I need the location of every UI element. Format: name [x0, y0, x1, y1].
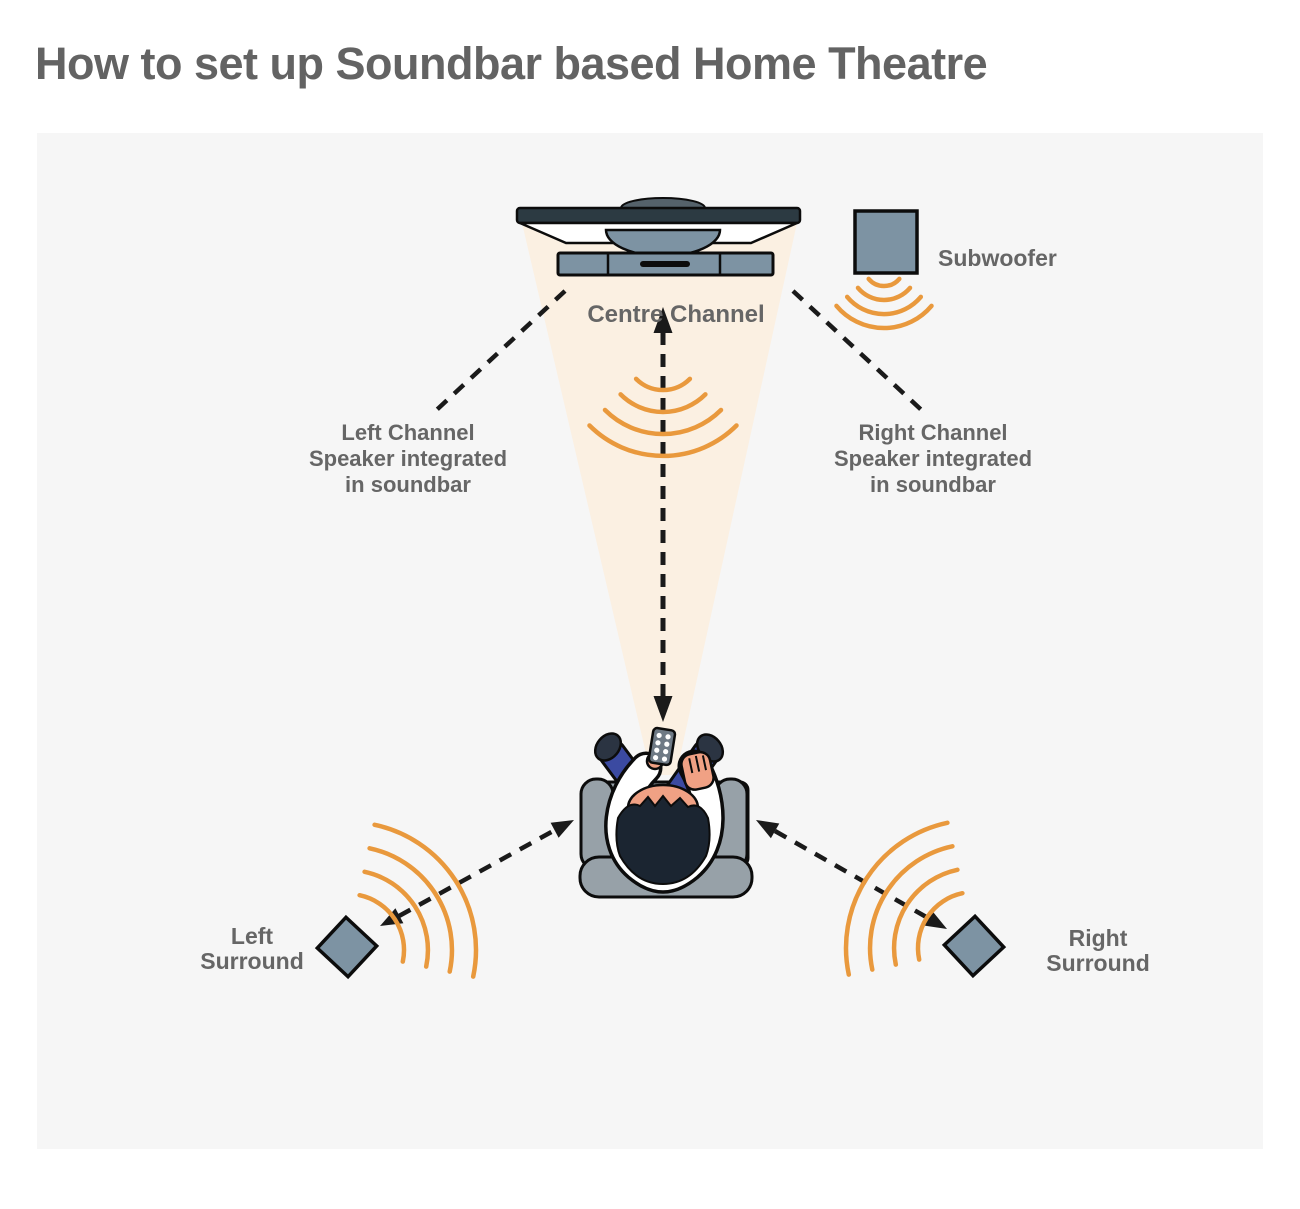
tv-sound-cone — [522, 223, 797, 775]
arrowhead-up-icon — [653, 307, 673, 333]
left-channel-label: Left Channel Speaker integrated in sound… — [309, 420, 507, 497]
svg-text:in soundbar: in soundbar — [345, 472, 471, 497]
right-channel-connector-line — [791, 289, 930, 418]
subwoofer-label: Subwoofer — [938, 245, 1057, 271]
page-title: How to set up Soundbar based Home Theatr… — [35, 38, 988, 89]
left-surround-speaker-icon — [314, 914, 380, 980]
svg-text:Left Channel: Left Channel — [341, 420, 474, 445]
right-channel-label: Right Channel Speaker integrated in soun… — [834, 420, 1032, 497]
arrowhead-down-icon — [653, 696, 673, 722]
subwoofer-icon — [853, 209, 919, 275]
svg-text:Speaker integrated: Speaker integrated — [834, 446, 1032, 471]
svg-text:in soundbar: in soundbar — [870, 472, 996, 497]
svg-text:Left: Left — [231, 923, 274, 949]
centre-channel-arrow — [653, 307, 673, 722]
left-channel-connector-line — [428, 289, 567, 418]
svg-text:Speaker integrated: Speaker integrated — [309, 446, 507, 471]
centre-sound-waves-icon — [587, 376, 739, 459]
svg-text:Surround: Surround — [1046, 950, 1150, 976]
arrowhead-icon — [756, 820, 780, 839]
diagram-panel: Centre Channel Subwoofer Left Channel Sp… — [37, 133, 1263, 1149]
svg-text:Surround: Surround — [200, 948, 304, 974]
tv-top-view-icon — [515, 197, 802, 258]
subwoofer-sound-waves-icon — [834, 276, 934, 331]
centre-channel-label: Centre Channel — [587, 301, 764, 328]
home-theatre-diagram: Centre Channel Subwoofer Left Channel Sp… — [200, 197, 1150, 980]
remote-control-icon — [647, 726, 677, 767]
right-surround-sound-waves-icon — [843, 820, 965, 977]
svg-text:Right Channel: Right Channel — [858, 420, 1007, 445]
soundbar-icon — [556, 251, 775, 277]
svg-text:Right: Right — [1069, 925, 1128, 951]
listener-armchair-icon — [578, 726, 754, 899]
right-surround-label: Right Surround — [1046, 925, 1150, 976]
left-surround-sound-waves-icon — [357, 822, 479, 979]
right-surround-speaker-icon — [941, 913, 1007, 979]
left-surround-label: Left Surround — [200, 923, 304, 974]
arrowhead-icon — [550, 820, 574, 838]
